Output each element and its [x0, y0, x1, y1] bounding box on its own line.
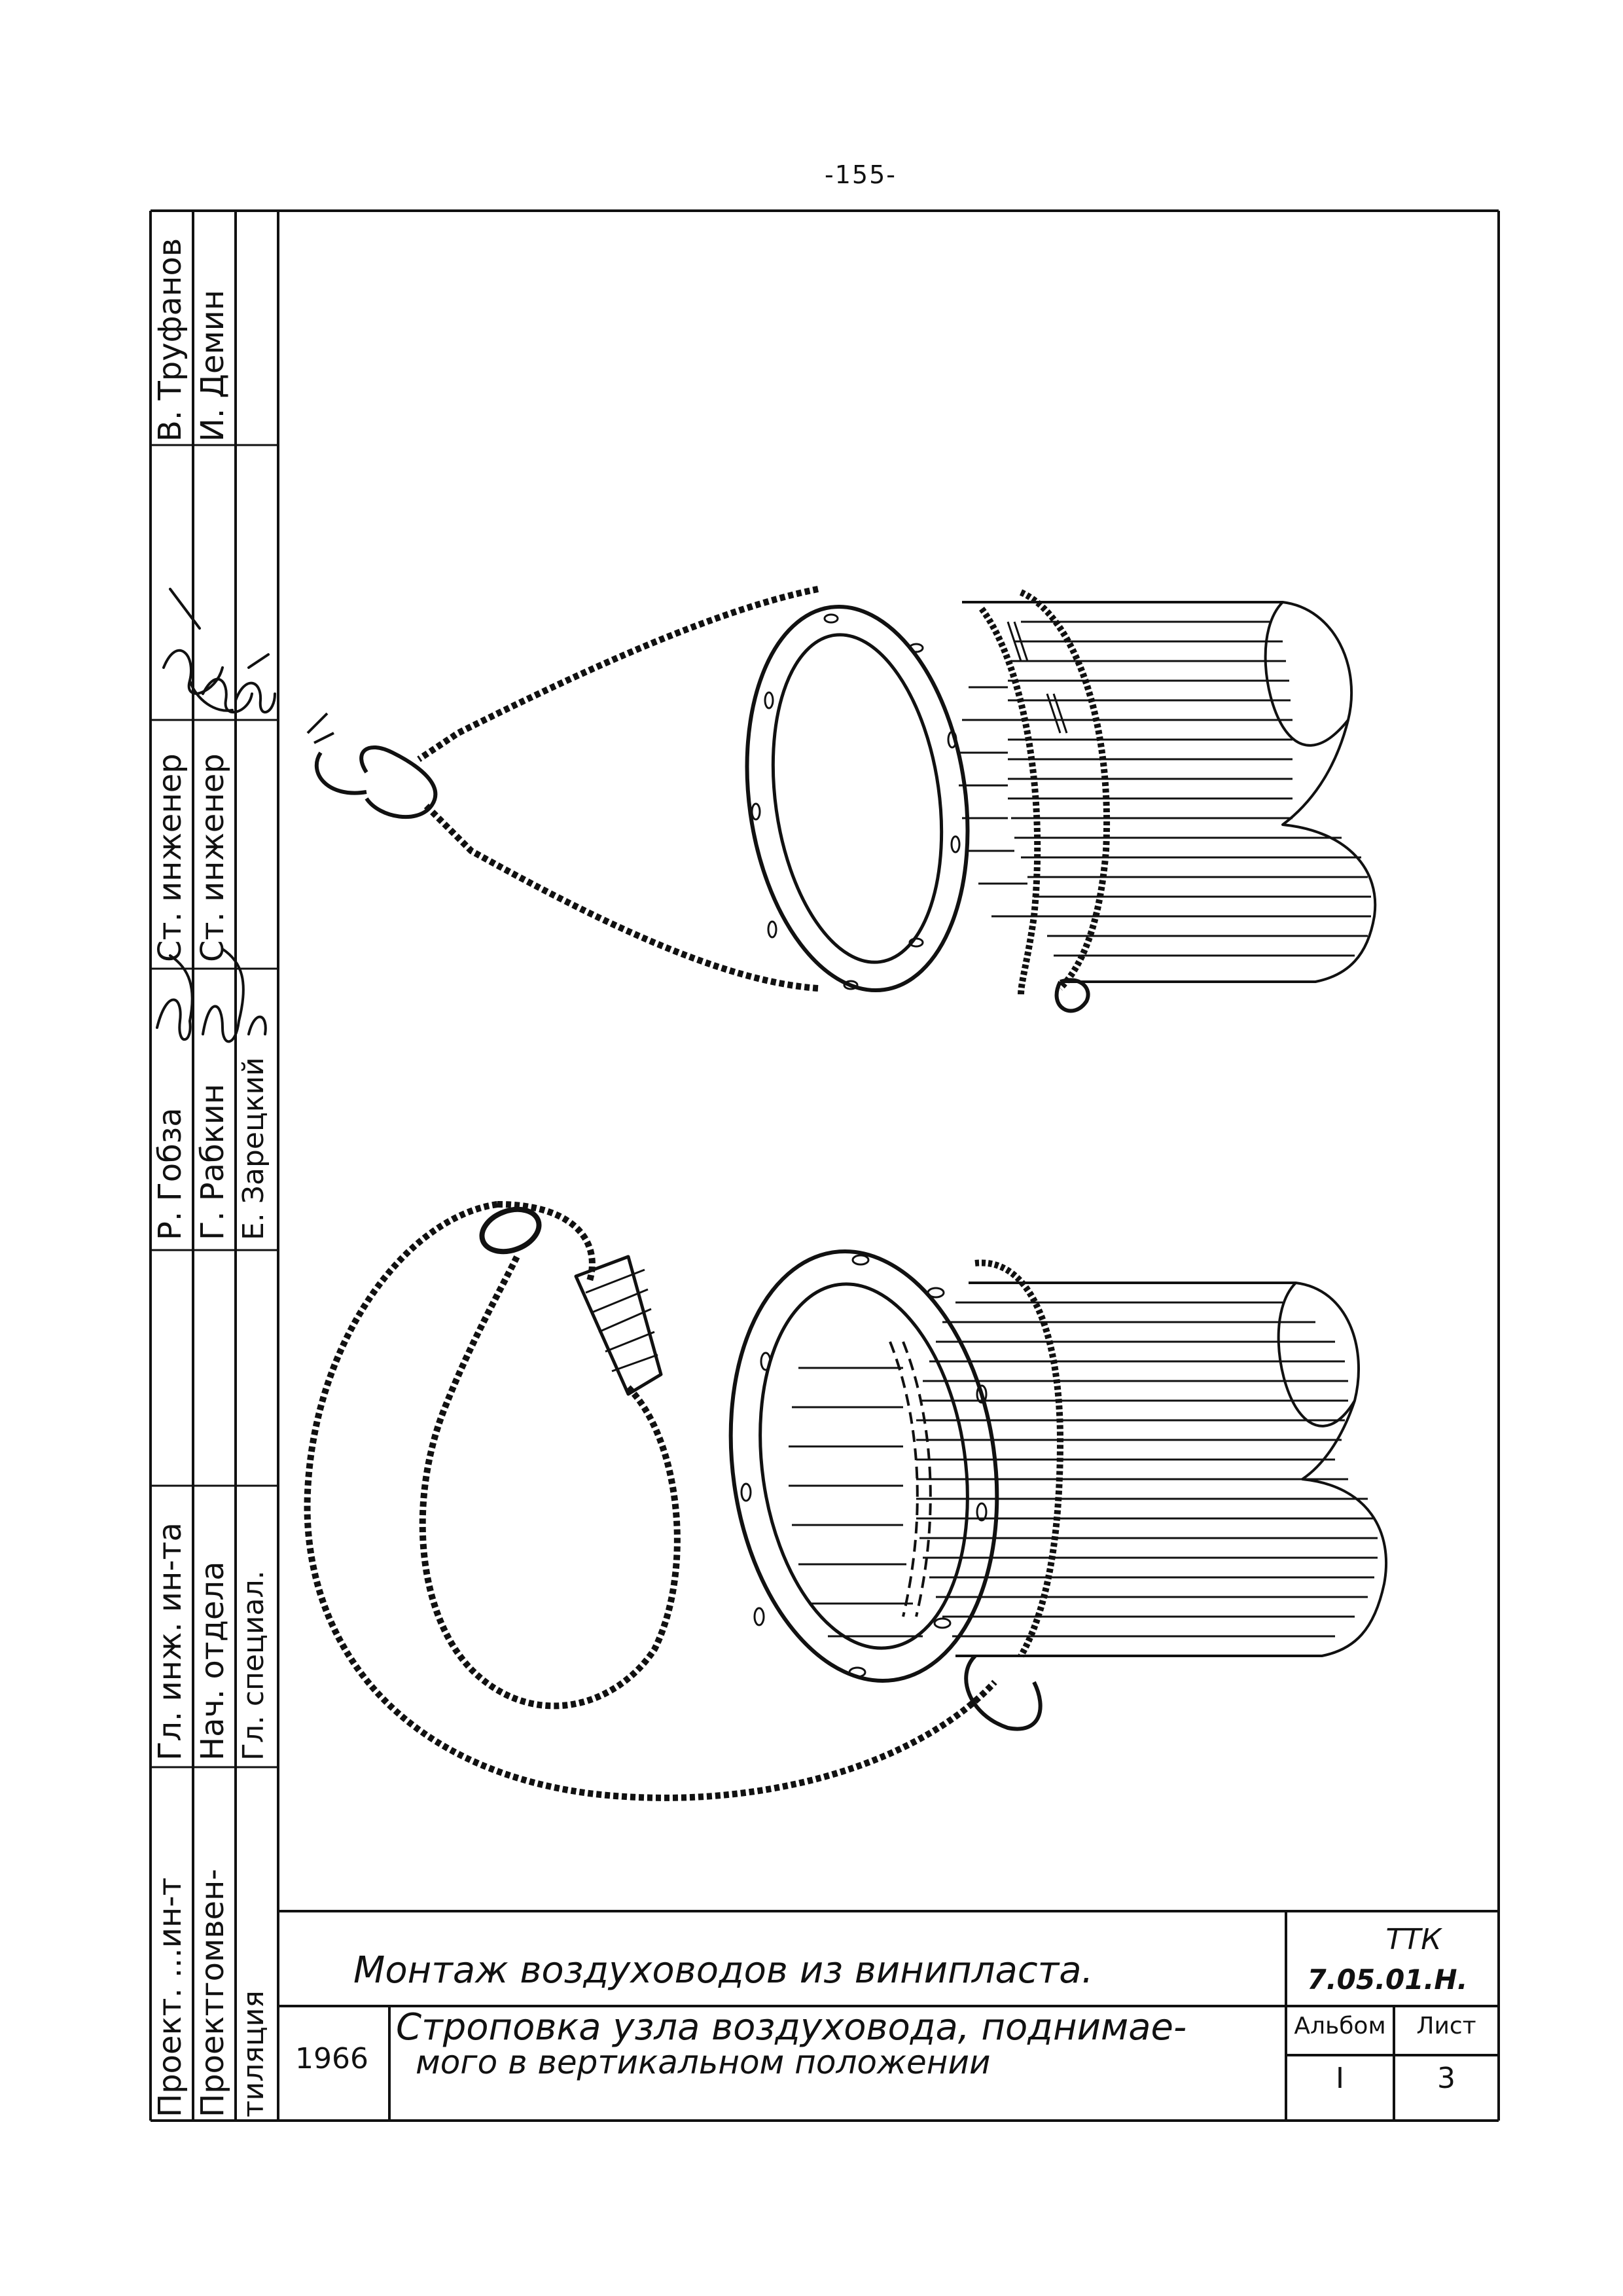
sheet-subtitle-line2: мого в вертикальном положении	[416, 2043, 991, 2081]
album-label: Альбом	[1294, 2013, 1386, 2039]
signatures	[156, 588, 276, 1043]
strip-col1-role2: Ст. инженер	[152, 753, 188, 962]
strip-col2-org: Проектгомвен-	[194, 1869, 231, 2117]
strip-col1-name: Р. Гобза	[152, 1107, 188, 1240]
strip-col1-name2: В. Труфанов	[152, 238, 188, 442]
strip-col2-name: Г. Рабкин	[194, 1083, 231, 1240]
doc-code-number: 7.05.01.Н.	[1307, 1964, 1468, 1996]
upper-duct-figure	[306, 586, 1377, 1013]
doc-code-prefix: ТТК	[1385, 1923, 1442, 1956]
sheet-label: Лист	[1416, 2013, 1476, 2039]
side-strip-grid	[151, 444, 278, 1768]
drawing-title: Монтаж воздуховодов из винипласта.	[353, 1949, 1094, 1992]
strip-col2-role2: Ст. инженер	[194, 753, 231, 962]
title-block-grid	[278, 1910, 1499, 2121]
year: 1966	[295, 2042, 368, 2075]
sheet-value: 3	[1437, 2062, 1455, 2095]
page-number: -155-	[825, 160, 897, 189]
strip-col3-name: Е. Зарецкий	[237, 1057, 270, 1240]
strip-col3-org: тиляция	[237, 1990, 270, 2117]
strip-col3-role: Гл. специал.	[237, 1570, 270, 1761]
strip-col1-org: Проект. ...ин-т	[152, 1877, 188, 2117]
sheet-frame	[149, 209, 1500, 2122]
lower-duct-figure	[304, 1201, 1388, 1801]
strip-col2-role: Нач. отдела	[194, 1561, 231, 1761]
album-value: I	[1336, 2062, 1344, 2095]
strip-col1-role: Гл. инж. ин-та	[152, 1522, 188, 1761]
sheet-subtitle-line1: Строповка узла воздуховода, поднимае-	[396, 2006, 1187, 2049]
strip-col2-name2: И. Демин	[194, 289, 231, 442]
